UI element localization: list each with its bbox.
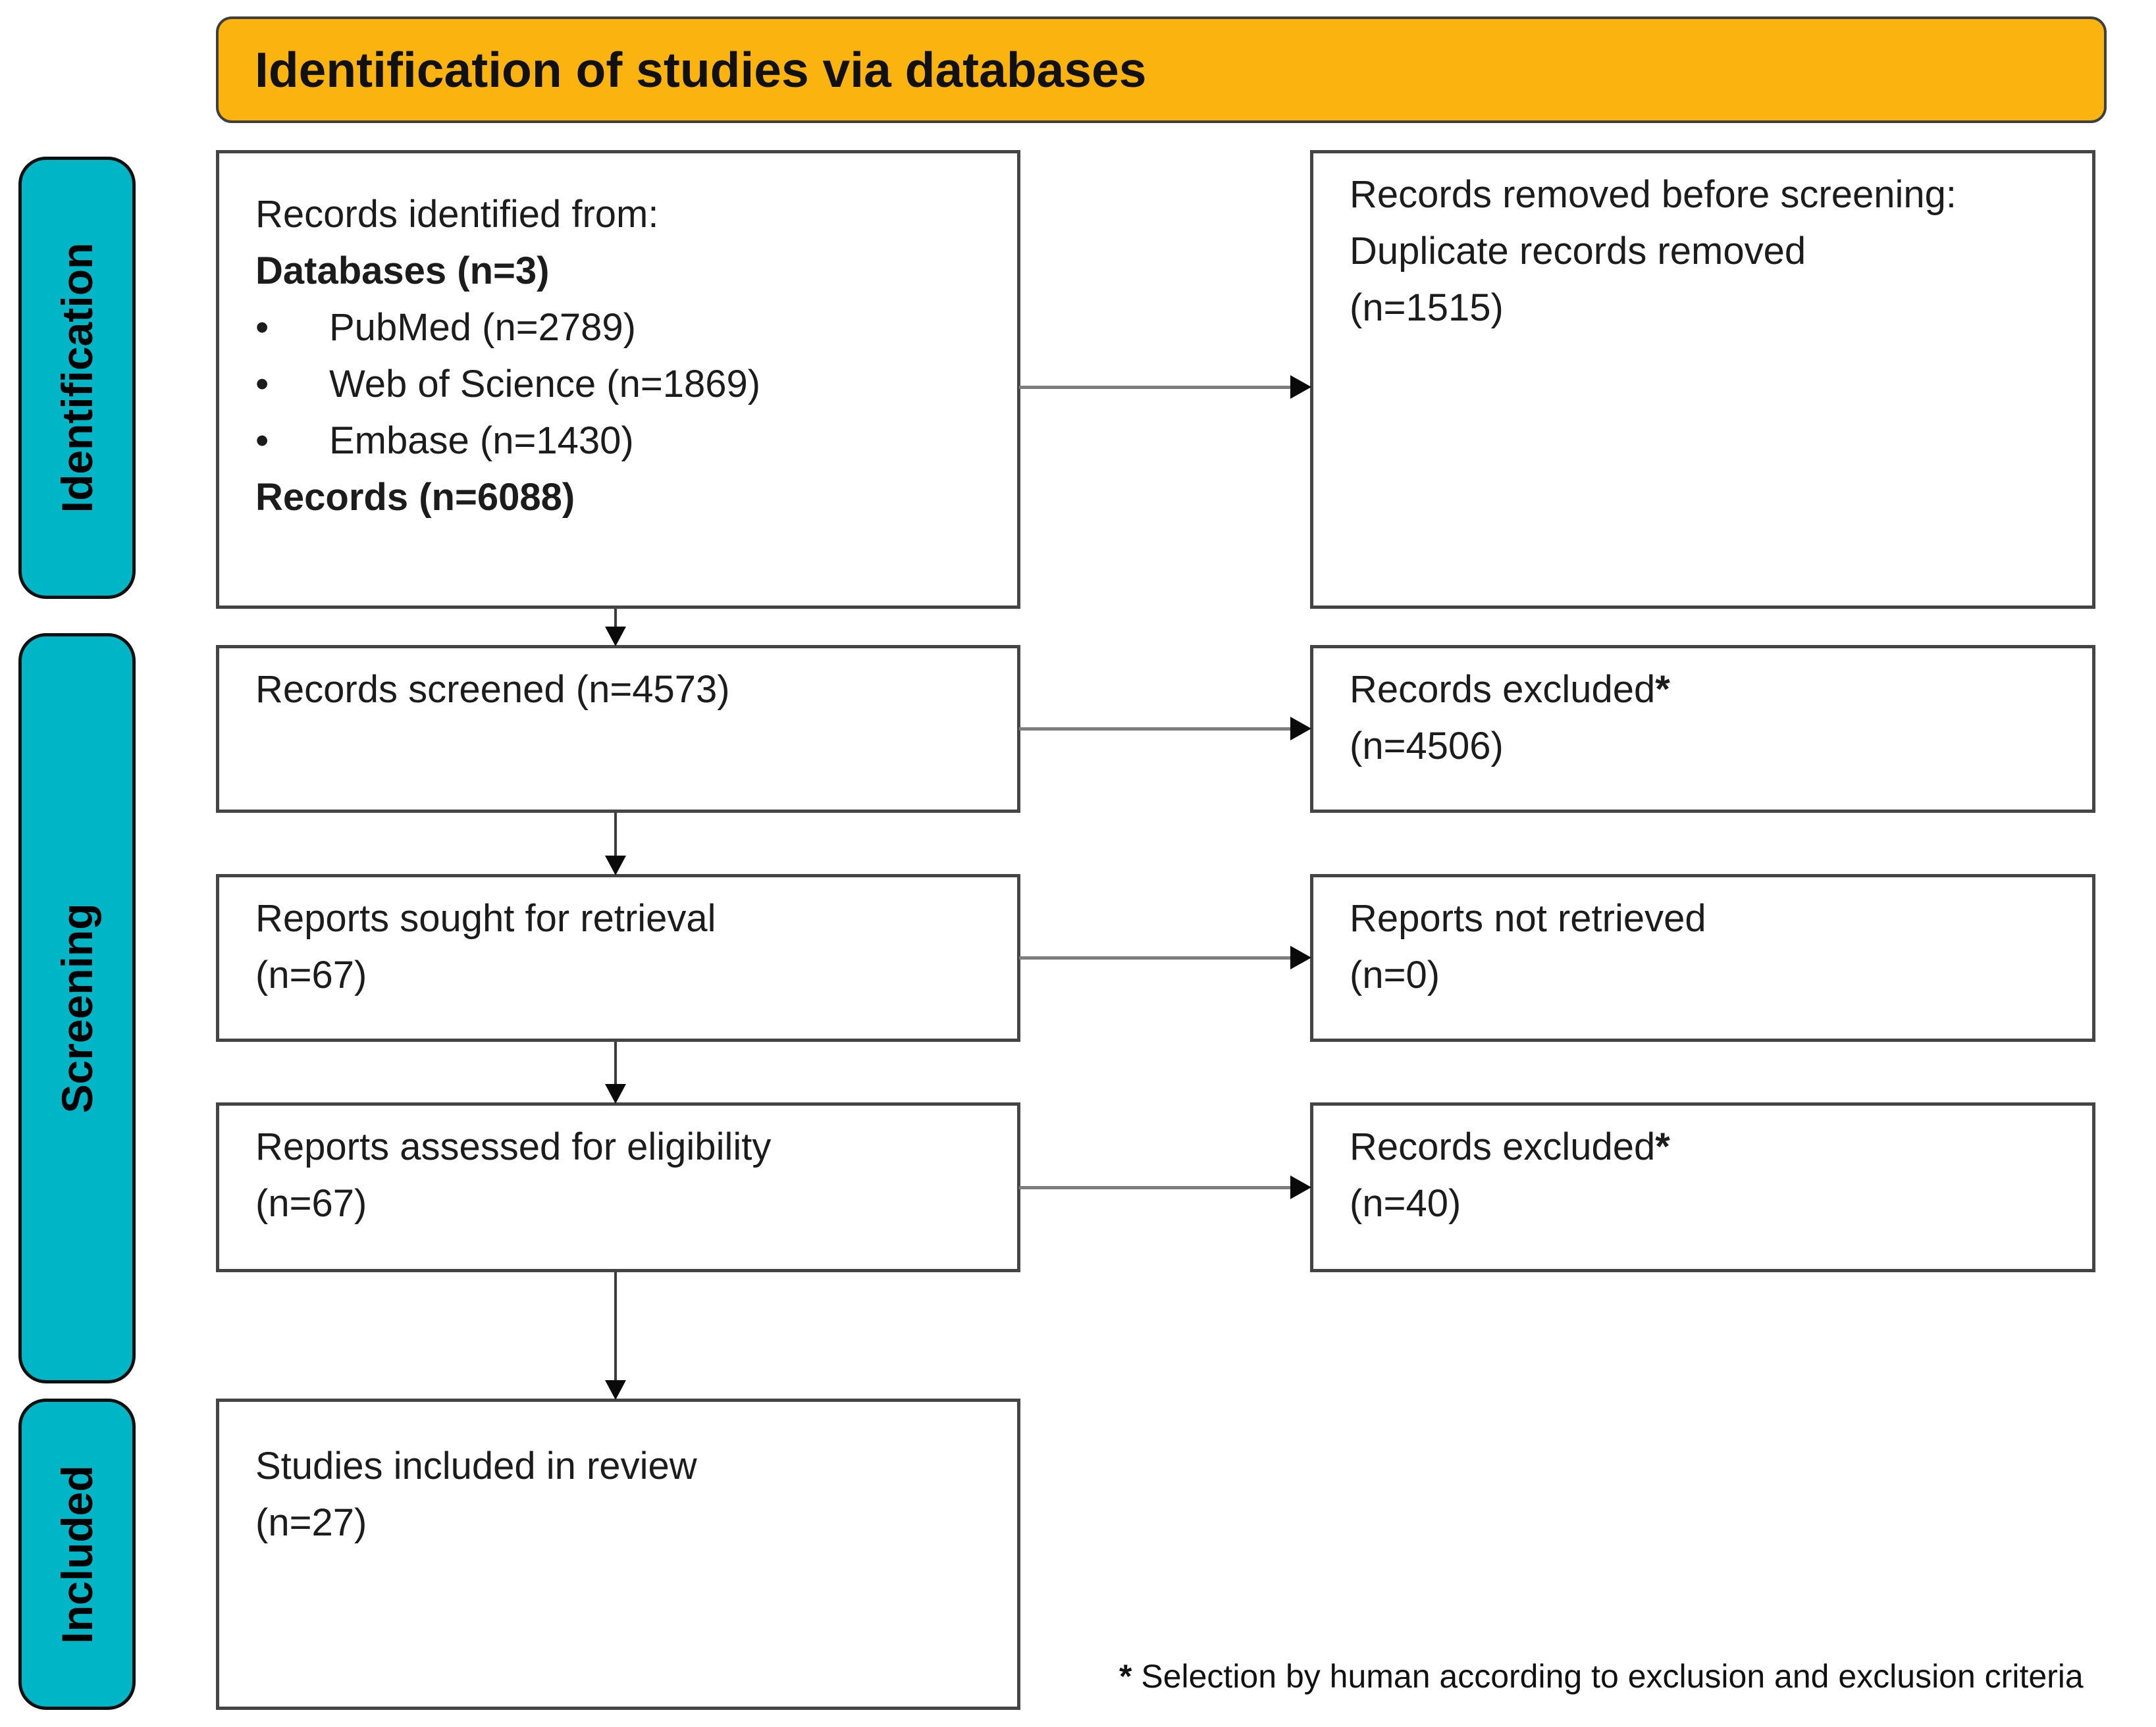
bullet-icon: •	[255, 306, 269, 349]
text-line: (n=40)	[1350, 1182, 1461, 1225]
right-arrow-identified-to-removed	[1019, 375, 1311, 399]
stage-label-identification: Identification	[18, 157, 136, 599]
bullet-icon: •	[255, 419, 269, 462]
text-line: Studies included in review	[255, 1445, 697, 1487]
down-arrow-sought-to-assessed	[604, 1042, 627, 1104]
text-line: Records screened (n=4573)	[255, 668, 730, 711]
text-line: (n=67)	[255, 954, 367, 996]
text-line: (n=0)	[1350, 954, 1440, 996]
flow-box-records-identified: Records identified from: Databases (n=3)…	[216, 150, 1020, 609]
down-arrow-assessed-to-included	[604, 1272, 627, 1400]
stage-label-included: Included	[18, 1399, 136, 1710]
right-arrow-screened-to-excluded	[1019, 717, 1311, 740]
down-arrow-screened-to-sought	[604, 813, 627, 875]
down-arrow-identified-to-screened	[604, 609, 627, 646]
text-line: (n=4506)	[1350, 725, 1504, 767]
bullet-item-pubmed: • PubMed (n=2789)	[255, 299, 991, 356]
flow-box-reports-sought: Reports sought for retrieval (n=67)	[216, 874, 1020, 1042]
bullet-item-web-of-science: • Web of Science (n=1869)	[255, 356, 991, 413]
banner-identification-via-databases: Identification of studies via databases	[216, 16, 2107, 123]
text-line: Records excluded*	[1350, 1125, 1670, 1168]
stage-label-text: Identification	[53, 242, 101, 513]
text-line: (n=67)	[255, 1182, 367, 1225]
bullet-label: Web of Science (n=1869)	[329, 363, 761, 405]
stage-label-screening: Screening	[18, 633, 136, 1383]
asterisk-marker: *	[1119, 1658, 1132, 1695]
bullet-label: Embase (n=1430)	[329, 419, 634, 462]
text-line: Reports not retrieved	[1350, 897, 1706, 940]
text-line: (n=1515)	[1350, 286, 1504, 329]
footnote-text: Selection by human according to exclusio…	[1132, 1658, 2084, 1695]
text-line: Records (n=6088)	[255, 476, 575, 519]
right-arrow-assessed-to-excluded	[1019, 1175, 1311, 1199]
flow-box-studies-included: Studies included in review (n=27)	[216, 1399, 1020, 1710]
flow-box-records-excluded-eligibility: Records excluded* (n=40)	[1310, 1102, 2095, 1272]
text-line: Databases (n=3)	[255, 249, 550, 292]
asterisk-marker: *	[1655, 1125, 1670, 1168]
flow-box-records-screened: Records screened (n=4573)	[216, 645, 1020, 813]
footnote: * Selection by human according to exclus…	[1119, 1657, 2084, 1695]
bullet-label: PubMed (n=2789)	[329, 306, 636, 349]
right-arrow-sought-to-not-retrieved	[1019, 946, 1311, 969]
text-line: Records excluded*	[1350, 668, 1670, 711]
text-line: Duplicate records removed	[1350, 230, 1806, 272]
flow-box-reports-assessed: Reports assessed for eligibility (n=67)	[216, 1102, 1020, 1272]
bullet-item-embase: • Embase (n=1430)	[255, 413, 991, 469]
asterisk-marker: *	[1655, 668, 1670, 711]
stage-label-text: Included	[53, 1464, 101, 1644]
flow-box-records-excluded-screening: Records excluded* (n=4506)	[1310, 645, 2095, 813]
stage-label-text: Screening	[53, 903, 101, 1114]
text-line: (n=27)	[255, 1501, 367, 1544]
flow-box-records-removed: Records removed before screening: Duplic…	[1310, 150, 2095, 609]
bullet-icon: •	[255, 363, 269, 405]
flow-box-reports-not-retrieved: Reports not retrieved (n=0)	[1310, 874, 2095, 1042]
text-line: Records removed before screening:	[1350, 173, 1957, 216]
text-line: Records identified from:	[255, 193, 659, 236]
banner-title: Identification of studies via databases	[255, 42, 1147, 97]
text-line: Reports sought for retrieval	[255, 897, 716, 940]
text-line: Reports assessed for eligibility	[255, 1125, 772, 1168]
